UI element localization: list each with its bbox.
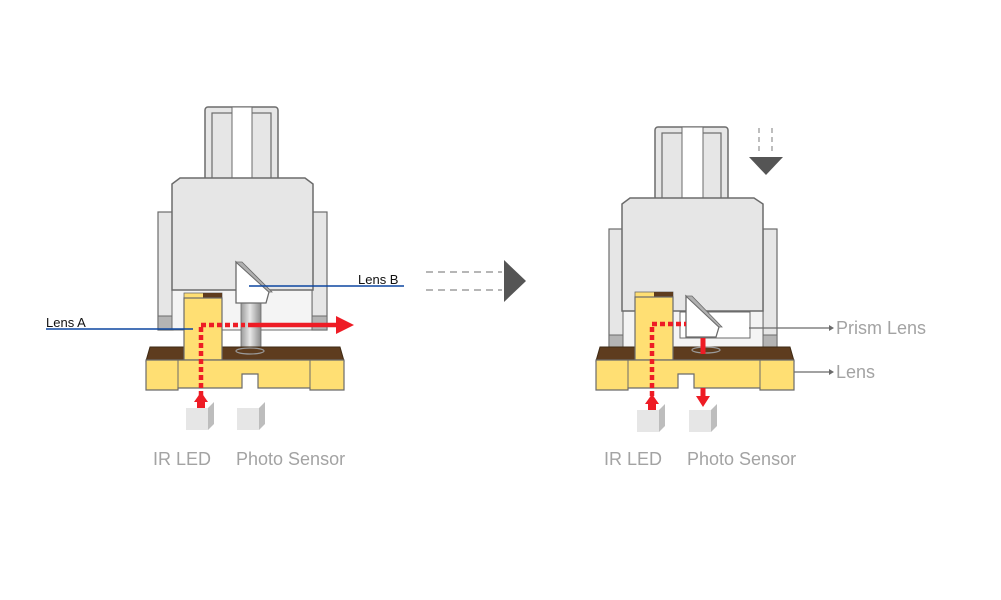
right-beam-in-arrowhead <box>645 394 659 404</box>
left-switch-assembly: Lens A Lens B IR LED Photo Sensor <box>46 106 404 469</box>
right-side-rail-right <box>762 228 778 350</box>
left-photo-sensor-label: Photo Sensor <box>236 449 345 469</box>
press-down-arrow <box>749 128 783 175</box>
left-beam-in-arrowhead <box>194 392 208 402</box>
left-light-path <box>194 316 354 408</box>
right-stem <box>654 126 729 201</box>
left-stem <box>204 106 279 186</box>
left-side-rail-left <box>157 211 174 331</box>
prism-lens-label: Prism Lens <box>836 318 926 338</box>
right-photo-sensor-cube <box>689 404 717 432</box>
right-photo-sensor-label: Photo Sensor <box>687 449 796 469</box>
left-photo-sensor-cube <box>237 402 265 430</box>
right-ir-led-label: IR LED <box>604 449 662 469</box>
left-beam-out-arrowhead <box>336 316 354 334</box>
right-lens-base <box>595 359 795 391</box>
right-ir-led-cube <box>637 404 665 432</box>
lens-a-label: Lens A <box>46 315 86 330</box>
right-beam-down-arrowhead <box>696 396 710 407</box>
arrowhead-down-icon <box>749 157 783 175</box>
lens-label: Lens <box>836 362 875 382</box>
left-ir-led-label: IR LED <box>153 449 211 469</box>
left-side-rail-right <box>311 211 328 331</box>
left-ir-led-cube <box>186 402 214 430</box>
arrowhead-right-icon <box>504 260 526 302</box>
next-state-arrow <box>426 260 526 302</box>
lens-b-label: Lens B <box>358 272 398 287</box>
right-switch-assembly: Prism Lens Lens IR LED Photo Sensor <box>595 126 926 469</box>
left-housing <box>171 177 314 291</box>
left-lens-base <box>145 359 345 391</box>
right-housing <box>621 197 764 312</box>
right-light-path <box>645 321 710 410</box>
right-base-plate <box>595 346 795 362</box>
